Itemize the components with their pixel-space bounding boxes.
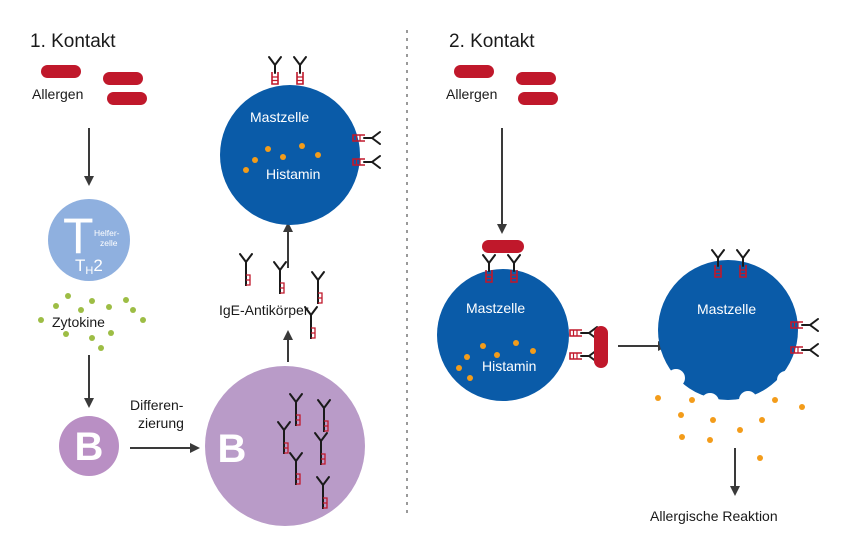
histamine-dot xyxy=(480,343,486,349)
mastzelle-label-2: Mastzelle xyxy=(466,300,525,316)
histamine-dot xyxy=(710,417,716,423)
cytokine-dot xyxy=(53,303,59,309)
histamine-dot xyxy=(252,157,258,163)
mast-cell-2: Mastzelle Histamin xyxy=(437,240,608,401)
mast-cell-1: Mastzelle Histamin xyxy=(220,56,381,225)
b-cell: B xyxy=(59,416,119,476)
cytokine-dot xyxy=(38,317,44,323)
bound-allergen xyxy=(594,326,608,368)
differenzierung-label-line1: Differen- xyxy=(130,397,184,413)
histamine-dot xyxy=(456,365,462,371)
free-ige-antibodies xyxy=(239,253,325,340)
allergen-molecule xyxy=(516,72,556,85)
allergen-label: Allergen xyxy=(32,86,83,102)
histamine-dot xyxy=(655,395,661,401)
cytokine-dot xyxy=(123,297,129,303)
allergen-label-2: Allergen xyxy=(446,86,497,102)
t-helper-type: TH2 xyxy=(75,256,103,277)
t-helper-caption-line2: zelle xyxy=(100,238,118,248)
cytokines xyxy=(38,293,146,351)
histamine-dot xyxy=(678,412,684,418)
heading-second-contact: 2. Kontakt xyxy=(449,31,535,52)
cytokine-dot xyxy=(130,307,136,313)
histamine-dot xyxy=(757,455,763,461)
histamine-dot xyxy=(467,375,473,381)
allergen-molecule xyxy=(41,65,81,78)
histamine-dot xyxy=(315,152,321,158)
cytokine-dot xyxy=(78,307,84,313)
histamine-dot xyxy=(679,434,685,440)
allergen-group-1 xyxy=(41,65,147,105)
plasma-cell-letter: B xyxy=(218,427,247,471)
t-helper-caption-line1: Helfer- xyxy=(94,228,120,238)
histamine-dot xyxy=(759,417,765,423)
allergen-molecule xyxy=(103,72,143,85)
histamine-dot xyxy=(464,354,470,360)
histamine-dot xyxy=(265,146,271,152)
histamine-dot xyxy=(737,427,743,433)
t-helper-cell: T Helfer- zelle TH2 xyxy=(48,199,130,281)
allergische-reaktion-label: Allergische Reaktion xyxy=(650,508,778,524)
cytokine-dot xyxy=(140,317,146,323)
histamin-label: Histamin xyxy=(266,166,320,182)
ige-antikoerper-label: IgE-Antikörper xyxy=(219,302,309,318)
histamin-label-2: Histamin xyxy=(482,358,536,374)
receptor-antibody-icon xyxy=(268,56,282,85)
zytokine-label: Zytokine xyxy=(52,314,105,330)
histamine-dot xyxy=(530,348,536,354)
mastzelle-label: Mastzelle xyxy=(250,109,309,125)
allergen-molecule xyxy=(518,92,558,105)
histamine-dot xyxy=(707,437,713,443)
b-cell-letter: B xyxy=(75,425,104,469)
histamine-dot xyxy=(494,352,500,358)
antibody-icon xyxy=(239,253,253,287)
histamine-dot xyxy=(689,397,695,403)
released-histamine xyxy=(655,395,805,461)
receptor-antibody-icon xyxy=(293,56,307,85)
receptor-antibody-icon xyxy=(569,349,598,363)
allergen-molecule xyxy=(107,92,147,105)
allergen-group-2 xyxy=(454,65,558,105)
allergen-molecule xyxy=(454,65,494,78)
cytokine-dot xyxy=(65,293,71,299)
t-helper-letter: T xyxy=(63,208,94,264)
cytokine-dot xyxy=(106,304,112,310)
cytokine-dot xyxy=(89,298,95,304)
mastzelle-label-3: Mastzelle xyxy=(697,301,756,317)
histamine-dot xyxy=(280,154,286,160)
antibody-icon xyxy=(273,261,287,295)
receptor-antibody-icon xyxy=(569,326,598,340)
cytokine-dot xyxy=(98,345,104,351)
cytokine-dot xyxy=(108,330,114,336)
histamine-dot xyxy=(799,404,805,410)
histamine-granules xyxy=(243,143,321,173)
bound-allergen xyxy=(482,240,524,253)
histamine-dot xyxy=(299,143,305,149)
histamine-dot xyxy=(243,167,249,173)
histamine-granules-2 xyxy=(456,340,536,381)
histamine-dot xyxy=(513,340,519,346)
cytokine-dot xyxy=(89,335,95,341)
plasma-cell: B xyxy=(205,366,365,526)
differenzierung-label-line2: zierung xyxy=(138,415,184,431)
cytokine-dot xyxy=(63,331,69,337)
antibody-icon xyxy=(311,271,325,305)
histamine-dot xyxy=(772,397,778,403)
heading-first-contact: 1. Kontakt xyxy=(30,31,116,52)
mast-cell-3: Mastzelle xyxy=(658,249,819,411)
